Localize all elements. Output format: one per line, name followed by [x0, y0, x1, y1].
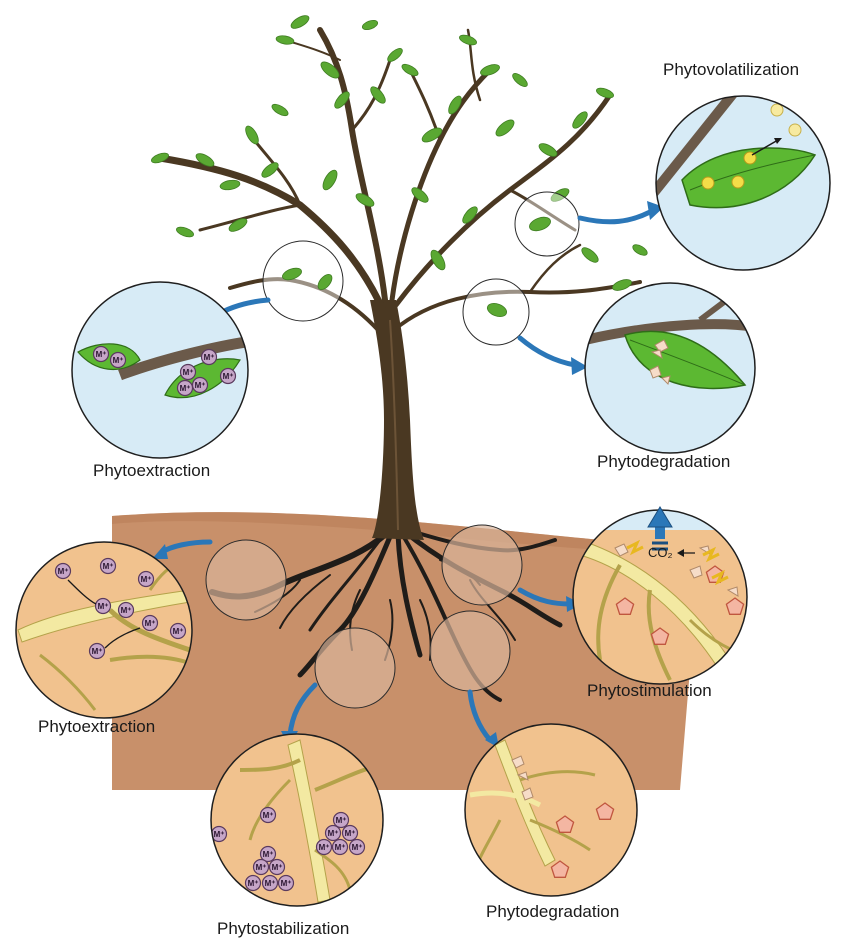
metal-ion-icon	[88, 642, 106, 660]
metal-ion-icon	[315, 838, 333, 856]
metal-ion-icon	[332, 811, 350, 829]
inset-phytoextraction-root	[15, 541, 193, 719]
label-phytoextraction-root: Phytoextraction	[38, 717, 156, 736]
metal-ion-icon	[252, 858, 270, 876]
metal-ion-icon	[179, 363, 197, 381]
metal-ion-icon	[176, 379, 194, 397]
metal-ion-icon	[94, 597, 112, 615]
inset-phytodegradation-leaf	[584, 282, 756, 454]
metal-ion-icon	[341, 824, 359, 842]
metal-ion-icon	[219, 367, 237, 385]
label-phytostimulation: Phytostimulation	[587, 681, 712, 700]
metal-ion-icon	[191, 376, 209, 394]
metal-ion-icon	[54, 562, 72, 580]
tree-leaves	[151, 15, 648, 291]
metal-ion-icon	[324, 824, 342, 842]
arrow-to-phytostabilization	[287, 682, 318, 738]
metal-ion-icon	[200, 348, 218, 366]
metal-ion-icon	[99, 557, 117, 575]
arrow-to-phytovolatilization	[577, 209, 653, 225]
zoom-source-soil-circles	[205, 524, 523, 709]
arrow-to-phytodegradation-root	[467, 689, 493, 743]
label-phytodegradation-root: Phytodegradation	[486, 902, 620, 921]
label-phytoextraction-leaf: Phytoextraction	[93, 461, 211, 480]
metal-ion-icon	[348, 838, 366, 856]
label-phytodegradation-leaf: Phytodegradation	[597, 452, 731, 471]
metal-ion-icon	[109, 351, 127, 369]
metal-ion-icon	[169, 622, 187, 640]
metal-ion-icon	[244, 874, 262, 892]
arrow-to-phytodegradation-leaf	[517, 335, 578, 368]
metal-ion-icon	[137, 570, 155, 588]
inset-phytostimulation	[572, 506, 748, 685]
metal-ion-icon	[261, 874, 279, 892]
metal-ion-icon	[92, 345, 110, 363]
label-phytostabilization: Phytostabilization	[217, 919, 350, 938]
arrow-to-phytostimulation	[517, 587, 573, 607]
metal-ion-icon	[141, 614, 159, 632]
metal-ion-icon	[117, 601, 135, 619]
inset-phytovolatilization	[655, 95, 831, 271]
inset-phytostabilization	[210, 733, 384, 907]
metal-ion-icon	[268, 858, 286, 876]
metal-ion-icon	[331, 838, 349, 856]
metal-ion-icon	[277, 874, 295, 892]
inset-phytodegradation-root	[464, 723, 638, 897]
label-phytovolatilization: Phytovolatilization	[663, 60, 800, 79]
tree-trunk	[370, 300, 424, 540]
metal-ion-icon	[259, 806, 277, 824]
co2-label: CO₂	[648, 545, 673, 560]
